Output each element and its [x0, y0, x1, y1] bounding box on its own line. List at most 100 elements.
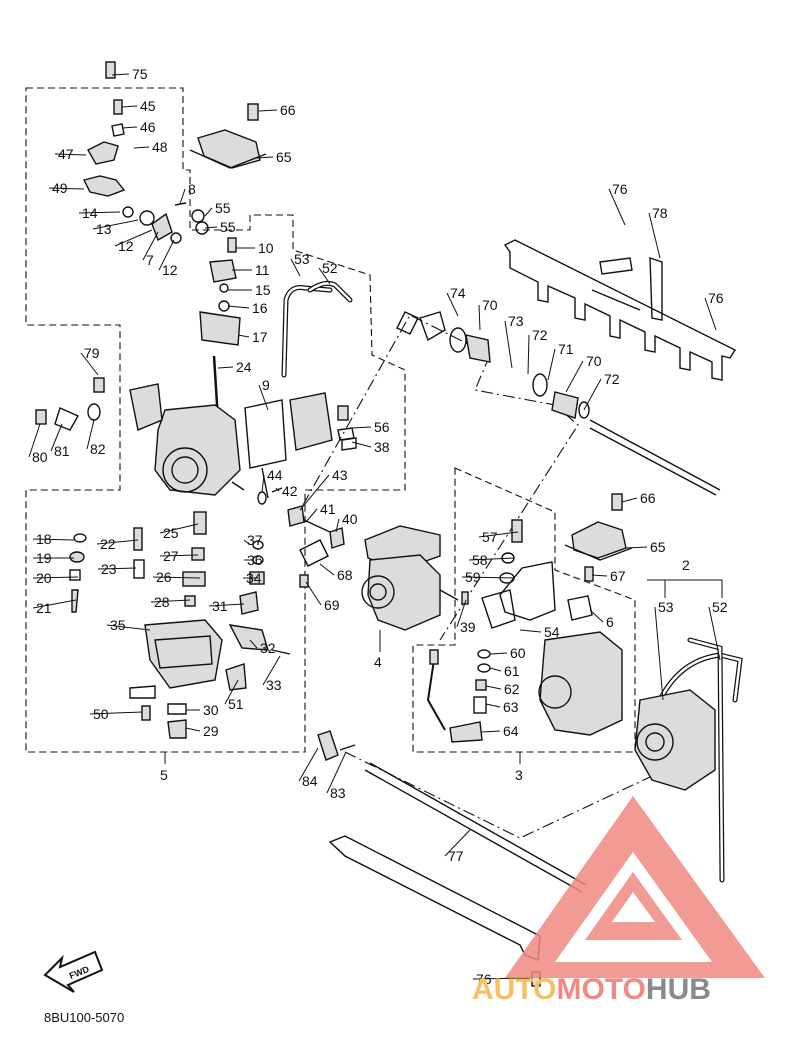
leader-20 — [32, 576, 79, 579]
leader-54 — [519, 629, 542, 633]
callout-44: 44 — [267, 467, 283, 483]
carburetor-2 — [634, 689, 716, 791]
callout-43: 43 — [332, 467, 348, 483]
callout-16: 16 — [252, 300, 268, 316]
callout-83: 83 — [330, 785, 346, 801]
link-tube-housing — [396, 311, 590, 419]
callout-67: 67 — [610, 568, 626, 584]
callout-65: 65 — [276, 149, 292, 165]
leader-17 — [237, 334, 250, 338]
leader-82 — [86, 419, 95, 450]
fwd-arrow-icon: FWD — [43, 950, 104, 993]
callout-36: 36 — [247, 552, 263, 568]
leader-55 — [204, 207, 213, 217]
leader-27 — [159, 554, 199, 557]
callout-73: 73 — [508, 313, 524, 329]
group-3-outline — [412, 467, 636, 753]
callout-7: 7 — [146, 252, 154, 268]
callout-38: 38 — [374, 439, 390, 455]
callout-61: 61 — [504, 663, 520, 679]
leader-52 — [708, 606, 721, 661]
leader-80 — [28, 423, 41, 458]
leader-79 — [80, 352, 99, 376]
leader-7 — [142, 231, 159, 261]
callout-15: 15 — [255, 282, 271, 298]
callout-75: 75 — [132, 66, 148, 82]
callout-53: 53 — [658, 599, 674, 615]
callout-31: 31 — [212, 598, 228, 614]
hose-53-left — [281, 285, 333, 378]
callout-17: 17 — [252, 329, 268, 345]
callout-48: 48 — [152, 139, 168, 155]
leader-53 — [290, 258, 301, 277]
leader-56 — [351, 426, 372, 429]
group-label-5: 5 — [160, 767, 168, 783]
callout-51: 51 — [228, 696, 244, 712]
leader-63 — [485, 703, 501, 708]
leader-26 — [152, 576, 201, 579]
callout-79: 79 — [84, 345, 100, 361]
leader-69 — [305, 581, 322, 606]
leader-61 — [489, 667, 502, 672]
leader-77 — [444, 829, 471, 857]
leader-59 — [461, 576, 515, 579]
leader-76 — [608, 188, 626, 226]
callout-78: 78 — [652, 205, 668, 221]
leader-53 — [654, 606, 664, 701]
leader-52 — [318, 267, 331, 285]
leader-8 — [179, 188, 186, 205]
leader-55 — [204, 226, 218, 229]
callout-65: 65 — [650, 539, 666, 555]
callout-40: 40 — [342, 511, 358, 527]
leader-22 — [96, 539, 139, 545]
callout-52: 52 — [322, 260, 338, 276]
leader-62 — [485, 685, 502, 690]
callout-37: 37 — [247, 532, 263, 548]
callout-57: 57 — [482, 529, 498, 545]
leader-layer — [28, 73, 721, 980]
callout-76: 76 — [708, 290, 724, 306]
leader-49 — [48, 187, 85, 190]
leader-83 — [326, 751, 347, 794]
leader-76 — [472, 977, 531, 980]
leader-57 — [478, 531, 519, 538]
callout-81: 81 — [54, 443, 70, 459]
leader-29 — [185, 727, 201, 732]
leader-81 — [50, 423, 63, 452]
top-cap — [189, 103, 267, 169]
leader-12 — [114, 229, 153, 247]
leader-40 — [335, 518, 340, 533]
leader-71 — [547, 348, 556, 381]
leader-37 — [243, 539, 251, 546]
leader-25 — [159, 523, 199, 534]
callout-11: 11 — [255, 262, 270, 278]
leader-84 — [298, 747, 319, 782]
callout-70: 70 — [586, 353, 602, 369]
callout-30: 30 — [203, 702, 219, 718]
drawing-code: 8BU100-5070 — [44, 1010, 124, 1025]
leader-18 — [32, 538, 75, 541]
leader-33 — [262, 655, 281, 686]
leader-13 — [92, 219, 139, 230]
leader-21 — [32, 599, 77, 609]
callout-72: 72 — [532, 327, 548, 343]
leader-43 — [299, 474, 330, 511]
leader-66 — [621, 497, 638, 503]
callout-64: 64 — [503, 723, 519, 739]
leader-73 — [504, 320, 513, 369]
callout-84: 84 — [302, 773, 318, 789]
group-label-4: 4 — [374, 654, 382, 670]
callout-45: 45 — [140, 98, 156, 114]
leader-70 — [478, 304, 481, 331]
carburetor-4 — [361, 525, 459, 631]
callout-74: 74 — [450, 285, 466, 301]
callout-80: 80 — [32, 449, 48, 465]
callout-66: 66 — [640, 490, 656, 506]
leader-67 — [591, 574, 608, 577]
callout-68: 68 — [337, 567, 353, 583]
leader-31 — [208, 603, 245, 607]
callout-71: 71 — [558, 341, 574, 357]
connecting-rod — [317, 730, 587, 893]
callout-41: 41 — [320, 501, 336, 517]
